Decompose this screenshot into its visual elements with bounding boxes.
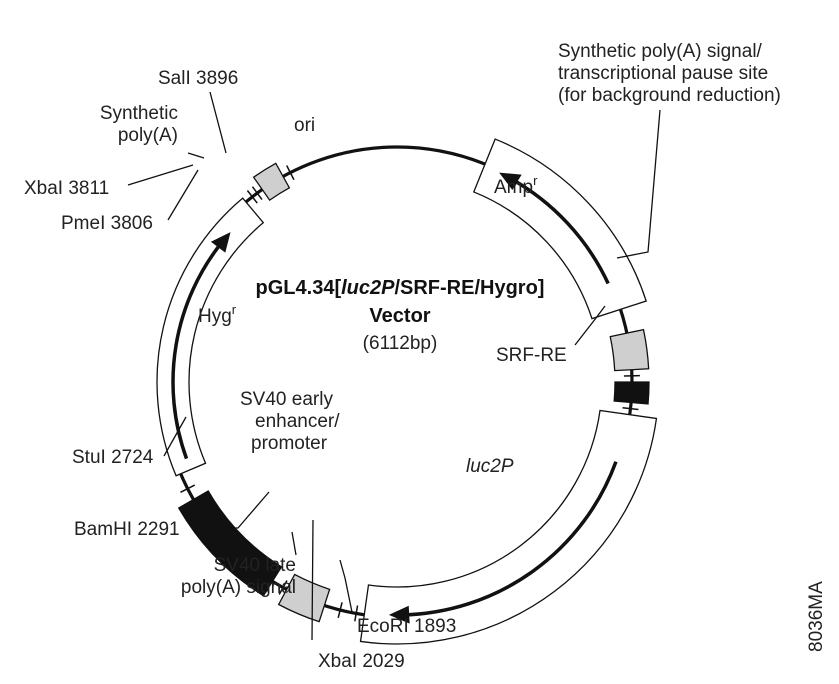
label-xbai-2029: XbaI 2029 <box>318 651 405 672</box>
label-luc2p: luc2P <box>466 456 514 477</box>
label-synthetic-polya-2: poly(A) <box>118 125 178 146</box>
leader-bamhi <box>203 491 270 529</box>
amp-arrow-shaft <box>509 176 610 285</box>
tick-stui <box>180 484 196 493</box>
luc2p-block <box>359 409 658 645</box>
label-sv40-early-3: promoter <box>251 433 328 454</box>
tick-ecori <box>354 605 359 622</box>
leader-ecori <box>339 559 353 613</box>
leader-srf-re <box>574 305 606 346</box>
vector-title-line2: Vector <box>369 305 430 327</box>
site-ticks <box>180 165 640 622</box>
label-amp: Ampr <box>494 173 538 198</box>
luc2p-arrow-shaft <box>401 461 618 617</box>
tick-xbai-3811 <box>251 186 263 200</box>
leader-sv40-late <box>291 531 297 556</box>
label-ori: ori <box>294 115 315 136</box>
hyg-block <box>156 197 265 477</box>
tick-srf-re-b <box>622 406 639 411</box>
tick-pmei <box>246 190 258 204</box>
synthetic-polya-block <box>252 162 291 202</box>
label-stui: StuI 2724 <box>72 447 154 468</box>
tick-xbai-2029 <box>337 602 343 618</box>
sv40-early-block <box>177 490 283 597</box>
label-srf-re: SRF-RE <box>496 345 567 366</box>
synthetic-signal-block <box>609 328 650 372</box>
hyg-arrow-head <box>210 232 231 253</box>
tick-bamhi <box>278 580 288 595</box>
leader-lines <box>127 91 661 641</box>
leader-sali <box>209 91 227 154</box>
leader-stui <box>163 416 187 457</box>
srf-re-block <box>613 381 650 405</box>
tick-sali <box>286 165 295 181</box>
label-synthetic-signal-1: Synthetic poly(A) signal/ <box>558 41 763 62</box>
label-sv40-early-2: enhancer/ <box>255 411 340 432</box>
figure-id: 8036MA <box>806 581 827 652</box>
label-bamhi: BamHI 2291 <box>74 519 180 540</box>
leader-synthetic-polya <box>187 152 205 159</box>
label-pmei: PmeI 3806 <box>61 213 153 234</box>
label-synthetic-signal-2: transcriptional pause site <box>558 63 768 84</box>
label-xbai-3811: XbaI 3811 <box>24 178 109 199</box>
label-sv40-late-2: poly(A) signal <box>181 577 296 598</box>
sv40-late-block <box>277 573 331 623</box>
vector-title: pGL4.34[luc2P/SRF-RE/Hygro] <box>256 277 545 299</box>
label-sv40-early-1: SV40 early <box>240 389 333 410</box>
label-synthetic-polya-1: Synthetic <box>100 103 178 124</box>
gene-arrows <box>171 172 618 624</box>
hyg-arrow-shaft <box>171 239 225 460</box>
label-hyg: Hygr <box>198 302 237 327</box>
label-ecori: EcoRI 1893 <box>357 616 456 637</box>
leader-xbai-3811 <box>127 164 194 186</box>
leader-xbai-2029 <box>311 519 314 641</box>
leader-pmei <box>167 169 199 221</box>
label-sv40-late-1: SV40 late <box>214 555 296 576</box>
label-synthetic-signal-3: (for background reduction) <box>558 85 781 106</box>
luc2p-arrow-head <box>388 605 410 624</box>
amp-arrow-head <box>499 172 522 190</box>
label-sali: SalI 3896 <box>158 68 238 89</box>
vector-size: (6112bp) <box>363 333 438 354</box>
leader-synthetic-signal <box>616 109 661 259</box>
